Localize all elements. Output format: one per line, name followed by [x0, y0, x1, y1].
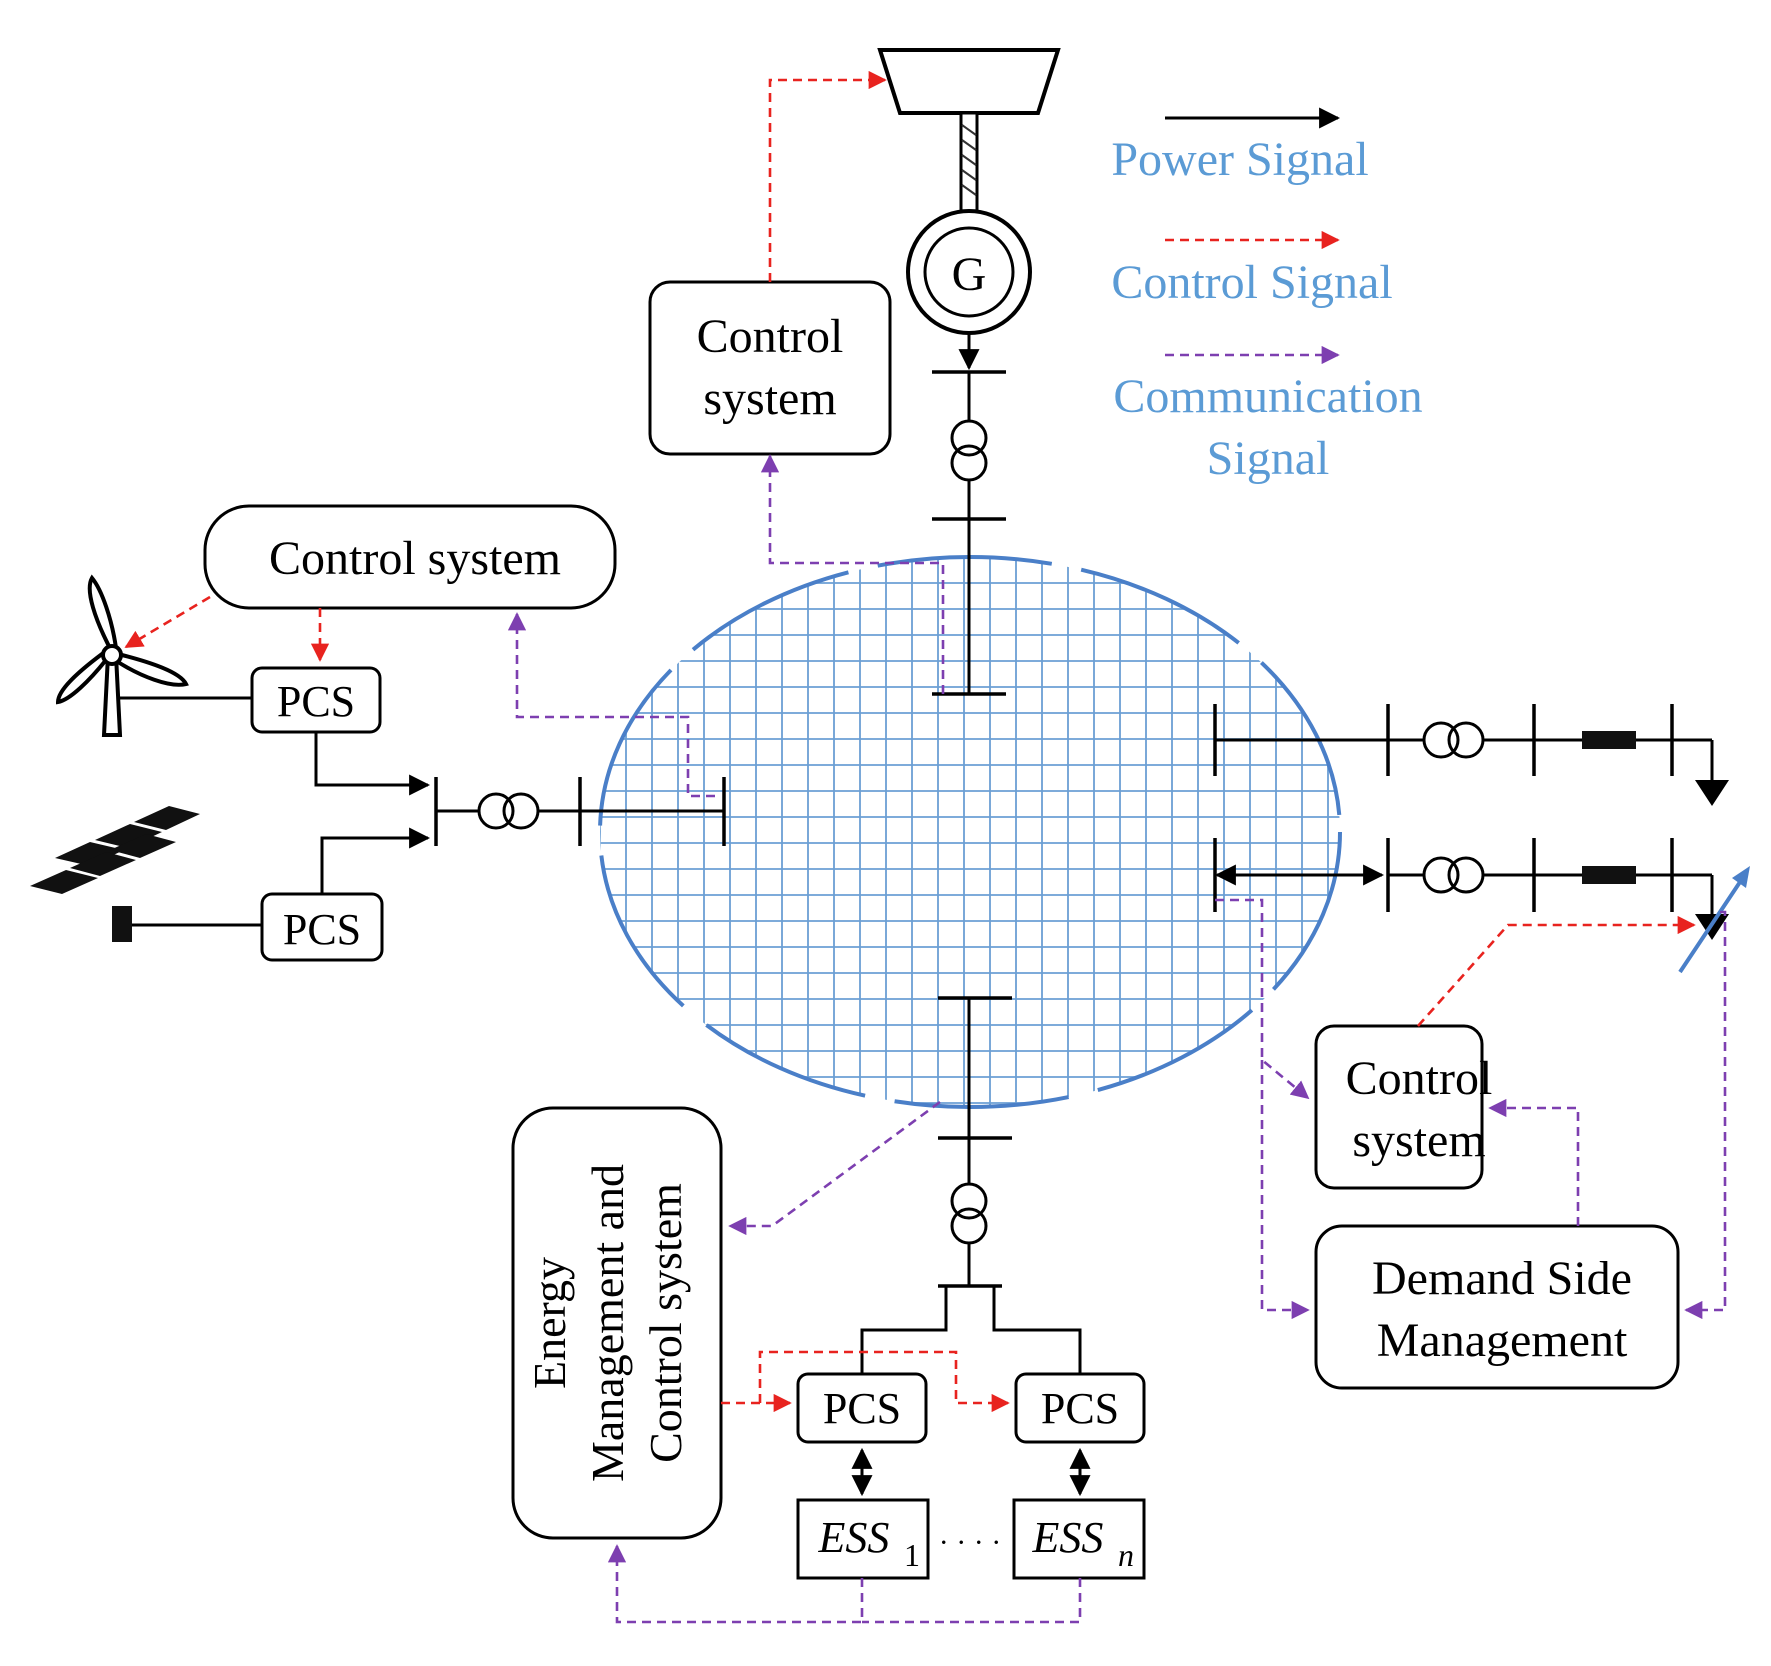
dsm-label-2: Management [1377, 1314, 1628, 1367]
load-control-label: Control [1346, 1052, 1493, 1105]
ess1-label: ESS [818, 1513, 890, 1562]
wind-turbine-icon [55, 574, 189, 737]
load-icon [1695, 780, 1729, 806]
legend-control-label: Control Signal [1111, 256, 1392, 309]
pv-pcs-box: PCS [260, 892, 384, 962]
load-breaker-icon [1582, 731, 1636, 749]
generator-label: G [952, 248, 987, 301]
legend-power-label: Power Signal [1111, 133, 1368, 186]
ems-comm-signal [728, 1100, 941, 1236]
pcs-chain-control-signal [758, 1350, 1010, 1413]
wind-pcs-label: PCS [277, 677, 355, 726]
generator-branch: G [877, 48, 1061, 696]
pcs1-box: PCS [796, 1372, 928, 1444]
ess1-box: ESS 1 [796, 1498, 930, 1580]
load-control-box: Control system [1314, 1024, 1493, 1190]
ess-ellipsis: · · · · [939, 1526, 1001, 1559]
pv-pcs-label: PCS [283, 905, 361, 954]
pcsn-box: PCS [1014, 1372, 1146, 1444]
generator-control-box: Control system [648, 280, 892, 456]
flex-load-transformer-icon [1422, 856, 1485, 894]
generator-comm-signal [760, 454, 945, 694]
turbine-icon [877, 48, 1061, 115]
ems-label-3: Control system [640, 1183, 691, 1463]
ems-box: Energy Management and Control system [511, 1106, 723, 1540]
solar-panel-icon [30, 806, 210, 942]
generator-control-signal [768, 70, 887, 282]
essn-subscript: n [1118, 1537, 1134, 1573]
pcs1-label: PCS [823, 1384, 901, 1433]
load-comm-signal [1215, 898, 1310, 1100]
generator-transformer-icon [950, 419, 988, 482]
legend-communication-label-2: Signal [1207, 432, 1330, 485]
generator-control-label-2: system [703, 372, 836, 425]
pcsn-label: PCS [1041, 1384, 1119, 1433]
legend: Power Signal Control Signal Communicatio… [1111, 107, 1423, 485]
renewable-comm-signal [507, 612, 715, 798]
legend-communication-label: Communication [1113, 370, 1422, 423]
load-control-signal [1417, 915, 1696, 1027]
dsm-label: Demand Side [1372, 1252, 1632, 1305]
dsm-box: Demand Side Management [1314, 1224, 1680, 1390]
ems-label: Energy [524, 1257, 575, 1389]
load-control-label-2: system [1352, 1114, 1485, 1167]
renewable-control-box: Control system [203, 504, 617, 610]
variable-load-arrow-icon [1678, 874, 1746, 974]
dsm-to-control-signal [1488, 1098, 1580, 1226]
load-dsm-comm-signal [1260, 1060, 1310, 1320]
ems-label-2: Management and [582, 1164, 633, 1482]
essn-comm-signal [862, 1578, 1082, 1624]
wind-control-signal [124, 595, 211, 649]
load-transformer-icon [1422, 721, 1485, 759]
flex-load-breaker-icon [1582, 866, 1636, 884]
renewable-control-label: Control system [269, 532, 561, 585]
essn-label: ESS [1032, 1513, 1104, 1562]
renewable-transformer-icon [477, 792, 540, 830]
essn-box: ESS n [1012, 1498, 1146, 1580]
generator-control-label: Control [697, 310, 844, 363]
ess1-subscript: 1 [904, 1537, 920, 1573]
ess-comm-signal [607, 1544, 864, 1624]
load-to-dsm-signal [1684, 910, 1727, 1320]
wind-pcs-box: PCS [250, 666, 382, 734]
storage-transformer-icon [950, 1182, 988, 1245]
